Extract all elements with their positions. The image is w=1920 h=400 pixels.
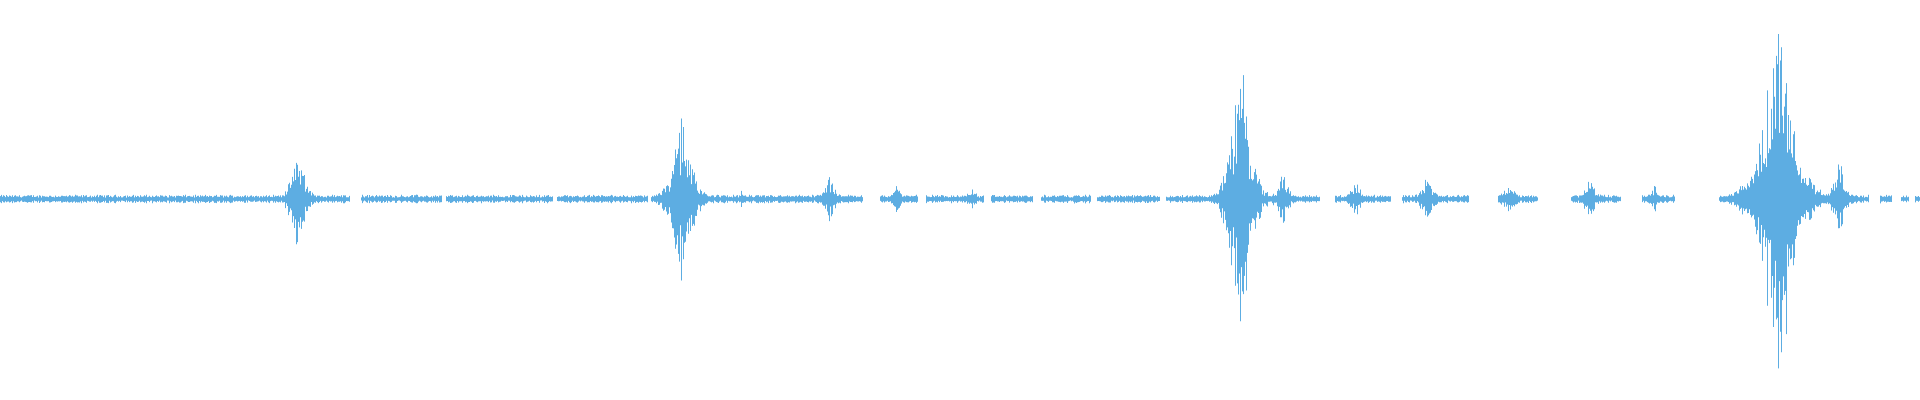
waveform-bars	[0, 34, 1920, 369]
waveform-path	[0, 34, 1920, 369]
